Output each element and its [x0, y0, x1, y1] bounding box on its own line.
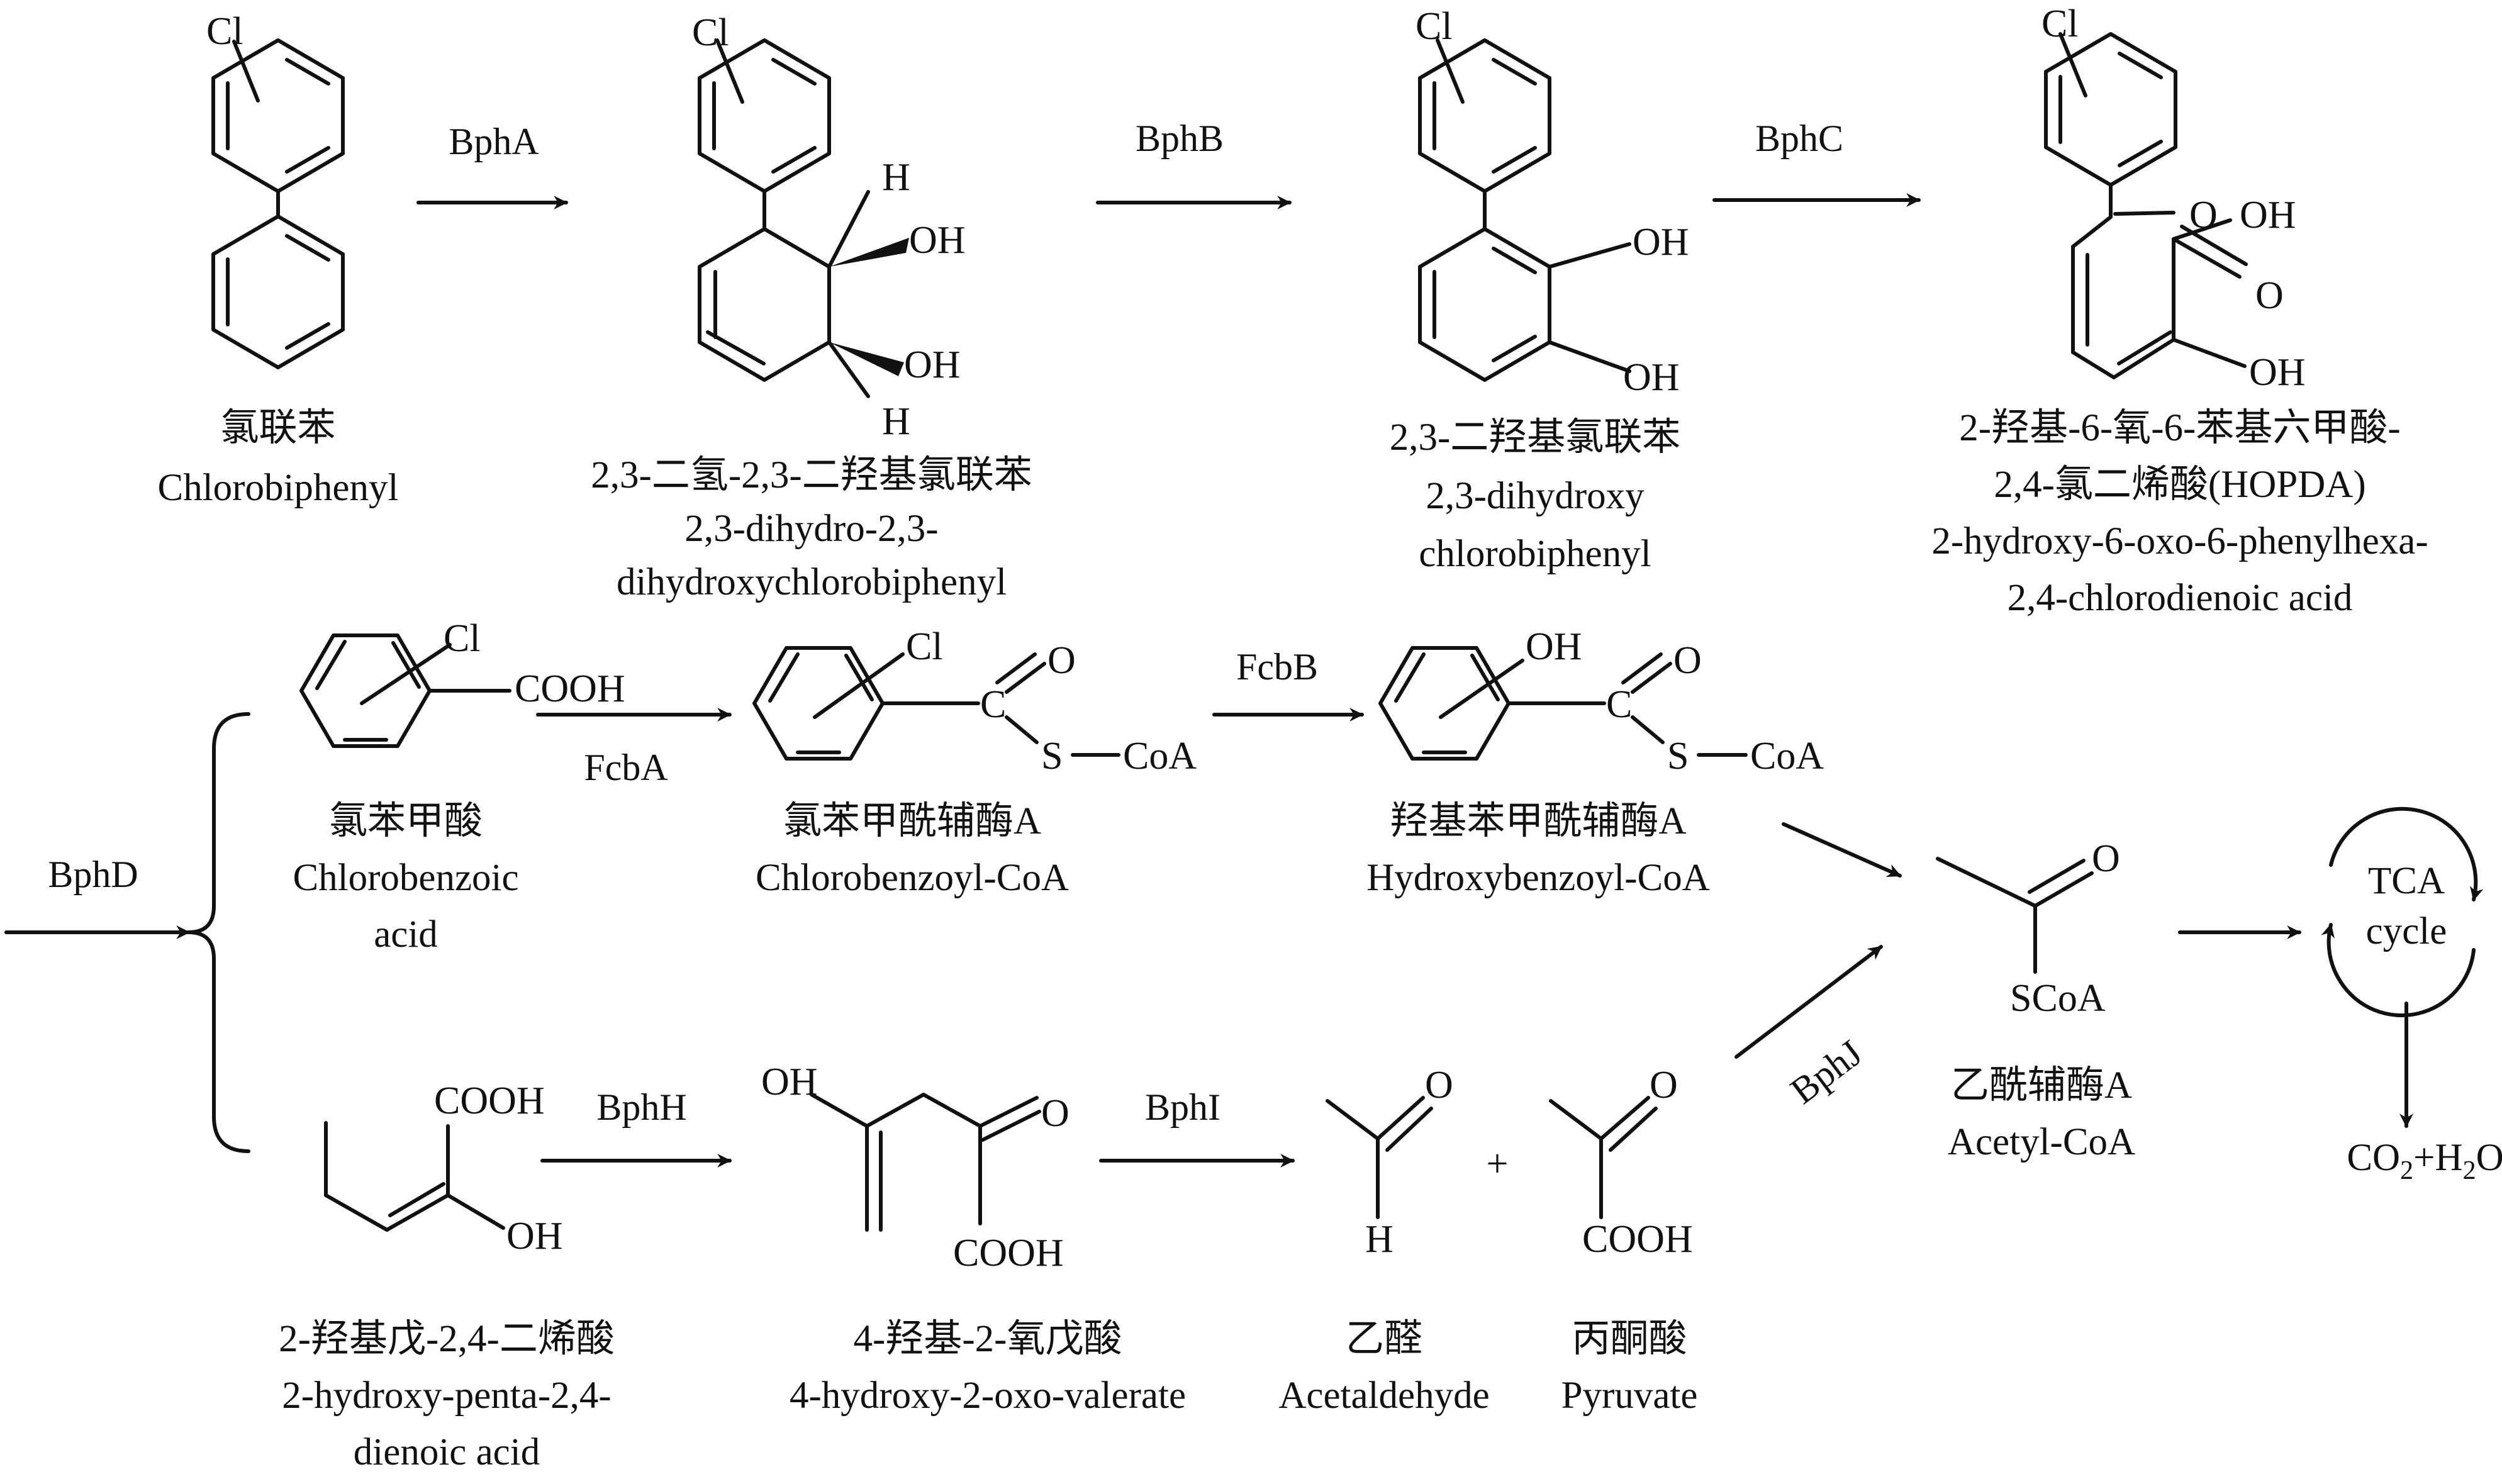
chlorobiphenyl-name-en: Chlorobiphenyl [158, 467, 399, 509]
hopda-structure [2044, 32, 2248, 379]
acetaldehyde-name-en: Acetaldehyde [1278, 1375, 1489, 1417]
pyruvate-name-en: Pyruvate [1561, 1375, 1698, 1417]
chlorine-atom: Cl [906, 625, 943, 668]
acetaldehyde-structure [1326, 1096, 1433, 1219]
oxygen-atom: O [2255, 274, 2284, 317]
chlorobenzoic-name-en-line1: Chlorobenzoic [293, 857, 518, 899]
hydroxybenzoyl-coa-name-zh: 羟基苯甲酰辅酶A [1390, 800, 1686, 842]
pyruvate-structure [1549, 1096, 1658, 1219]
chlorine-atom: Cl [692, 11, 729, 54]
acetyl-coa-structure [1936, 857, 2094, 974]
chlorobenzoyl-coa-name-zh: 氯苯甲酰辅酶A [783, 800, 1041, 842]
dihydrodiol-name-en-line2: dihydroxychlorobiphenyl [617, 561, 1007, 603]
hydroxyl-group: OH [1623, 356, 1680, 399]
chlorobenzoyl-coa-name-en: Chlorobenzoyl-CoA [756, 857, 1069, 899]
oxygen-atom: O [1047, 639, 1076, 682]
chlorine-atom: Cl [206, 10, 243, 53]
chlorine-atom: Cl [1416, 5, 1453, 48]
oxygen-atom: O [1425, 1064, 1453, 1107]
hopda-name-en-line2: 2,4-chlorodienoic acid [2008, 577, 2353, 619]
dihydroxy-name-zh: 2,3-二羟基氯联苯 [1390, 416, 1681, 459]
scoa-group: SCoA [2010, 977, 2106, 1020]
chlorobiphenyl-name-zh: 氯联苯 [220, 407, 335, 449]
tca-cycle-circle [2321, 806, 2484, 1017]
hydrogen-atom: H [1365, 1218, 1393, 1261]
enzyme-label-bphh: BphH [596, 1086, 686, 1128]
acetyl-coa-name-en: Acetyl-CoA [1948, 1121, 2135, 1163]
hydroxyl-group: OH [904, 343, 961, 386]
enzyme-label-bphi: BphI [1145, 1086, 1220, 1128]
enzyme-label-bphd: BphD [48, 854, 138, 895]
dihydroxychlorobiphenyl-structure [1418, 38, 1631, 382]
tca-label-line1: TCA [2368, 860, 2445, 902]
dihydrodiol-name-zh: 2,3-二氢-2,3-二羟基氯联苯 [591, 454, 1032, 496]
enzyme-label-bphc: BphC [1755, 118, 1843, 159]
hydroxyl-group: OH [1633, 221, 1689, 264]
to-acetylcoa-arrow-upper [1782, 822, 1902, 878]
pentadienoic-name-zh: 2-羟基戊-2,4-二烯酸 [279, 1318, 615, 1360]
hydroxyl-group: OH [2249, 351, 2306, 394]
oxovalerate-name-en: 4-hydroxy-2-oxo-valerate [790, 1375, 1186, 1417]
carboxyl-group: COOH [434, 1080, 545, 1122]
oxygen-atom: O [2189, 194, 2218, 237]
dihydroxy-name-en-line1: 2,3-dihydroxy [1426, 475, 1645, 517]
chlorobenzoyl-coa-structure [752, 646, 1120, 761]
chlorobenzoic-acid-structure [299, 633, 511, 748]
hydroxyl-group: OH [909, 219, 966, 262]
carboxyl-group: COOH [515, 667, 625, 710]
chlorine-atom: Cl [2041, 3, 2079, 45]
hydroxybenzoyl-coa-name-en: Hydroxybenzoyl-CoA [1366, 857, 1710, 899]
pentadienoic-name-en-line2: dienoic acid [354, 1431, 540, 1473]
branch-brace [187, 712, 250, 1153]
enzyme-label-bphj: BphJ [1783, 1032, 1870, 1112]
dihydrodiol-name-en-line1: 2,3-dihydro-2,3- [684, 508, 938, 550]
chlorobiphenyl-structure [211, 38, 345, 369]
oxovalerate-name-zh: 4-羟基-2-氧戊酸 [854, 1318, 1122, 1360]
acetaldehyde-name-zh: 乙醛 [1346, 1318, 1422, 1360]
oxygen-atom: O [1041, 1092, 1069, 1135]
tca-label-line2: cycle [2366, 910, 2447, 952]
hopda-name-zh-line2: 2,4-氯二烯酸(HOPDA) [1994, 464, 2365, 506]
hopda-name-en-line1: 2-hydroxy-6-oxo-6-phenylhexa- [1931, 520, 2428, 562]
pentadienoic-acid-structure [324, 1121, 505, 1232]
plus-sign: + [1487, 1142, 1509, 1185]
chlorobenzoic-name-en-line2: acid [374, 913, 438, 956]
hydroxyl-group: OH [761, 1061, 818, 1103]
carbon-atom: C [1606, 683, 1632, 726]
carboxyl-group: COOH [1582, 1218, 1693, 1261]
hydroxyl-group: OH [2240, 194, 2296, 237]
dihydrodiol-structure [698, 38, 870, 398]
oxygen-atom: O [2092, 837, 2120, 880]
acetyl-coa-name-zh: 乙酰辅酶A [1951, 1064, 2132, 1107]
wedge-bond-oh-upper [829, 238, 909, 267]
end-products-label: CO2+H2O [2347, 1137, 2502, 1185]
hydrogen-atom: H [882, 156, 910, 199]
oxygen-atom: O [1673, 639, 1702, 682]
wedge-bond-oh-lower [829, 342, 904, 376]
enzyme-label-fcba: FcbA [584, 747, 667, 788]
coa-group: CoA [1750, 735, 1824, 778]
enzyme-label-bpha: BphA [449, 121, 539, 162]
bphj-arrow [1734, 945, 1883, 1059]
coa-group: CoA [1123, 735, 1197, 778]
enzyme-label-bphb: BphB [1136, 118, 1224, 159]
hydrogen-atom: H [882, 400, 910, 443]
sulfur-atom: S [1667, 735, 1689, 778]
pentadienoic-name-en-line1: 2-hydroxy-penta-2,4- [282, 1375, 611, 1417]
chlorobenzoic-name-zh: 氯苯甲酸 [329, 800, 483, 842]
enzyme-label-fcbb: FcbB [1236, 646, 1318, 688]
carboxyl-group: COOH [953, 1232, 1064, 1275]
pyruvate-name-zh: 丙酮酸 [1572, 1318, 1687, 1360]
sulfur-atom: S [1041, 735, 1063, 778]
hydroxyl-group: OH [1526, 625, 1582, 668]
hopda-name-zh-line1: 2-羟基-6-氧-6-苯基六甲酸- [1959, 407, 2400, 449]
oxovalerate-structure [810, 1093, 1041, 1232]
hydroxybenzoyl-coa-structure [1378, 646, 1748, 761]
oxygen-atom: O [1650, 1064, 1678, 1107]
dihydroxy-name-en-line2: chlorobiphenyl [1419, 533, 1651, 575]
carbon-atom: C [980, 683, 1006, 726]
hydroxyl-group: OH [506, 1215, 563, 1258]
chlorine-atom: Cl [444, 617, 481, 660]
